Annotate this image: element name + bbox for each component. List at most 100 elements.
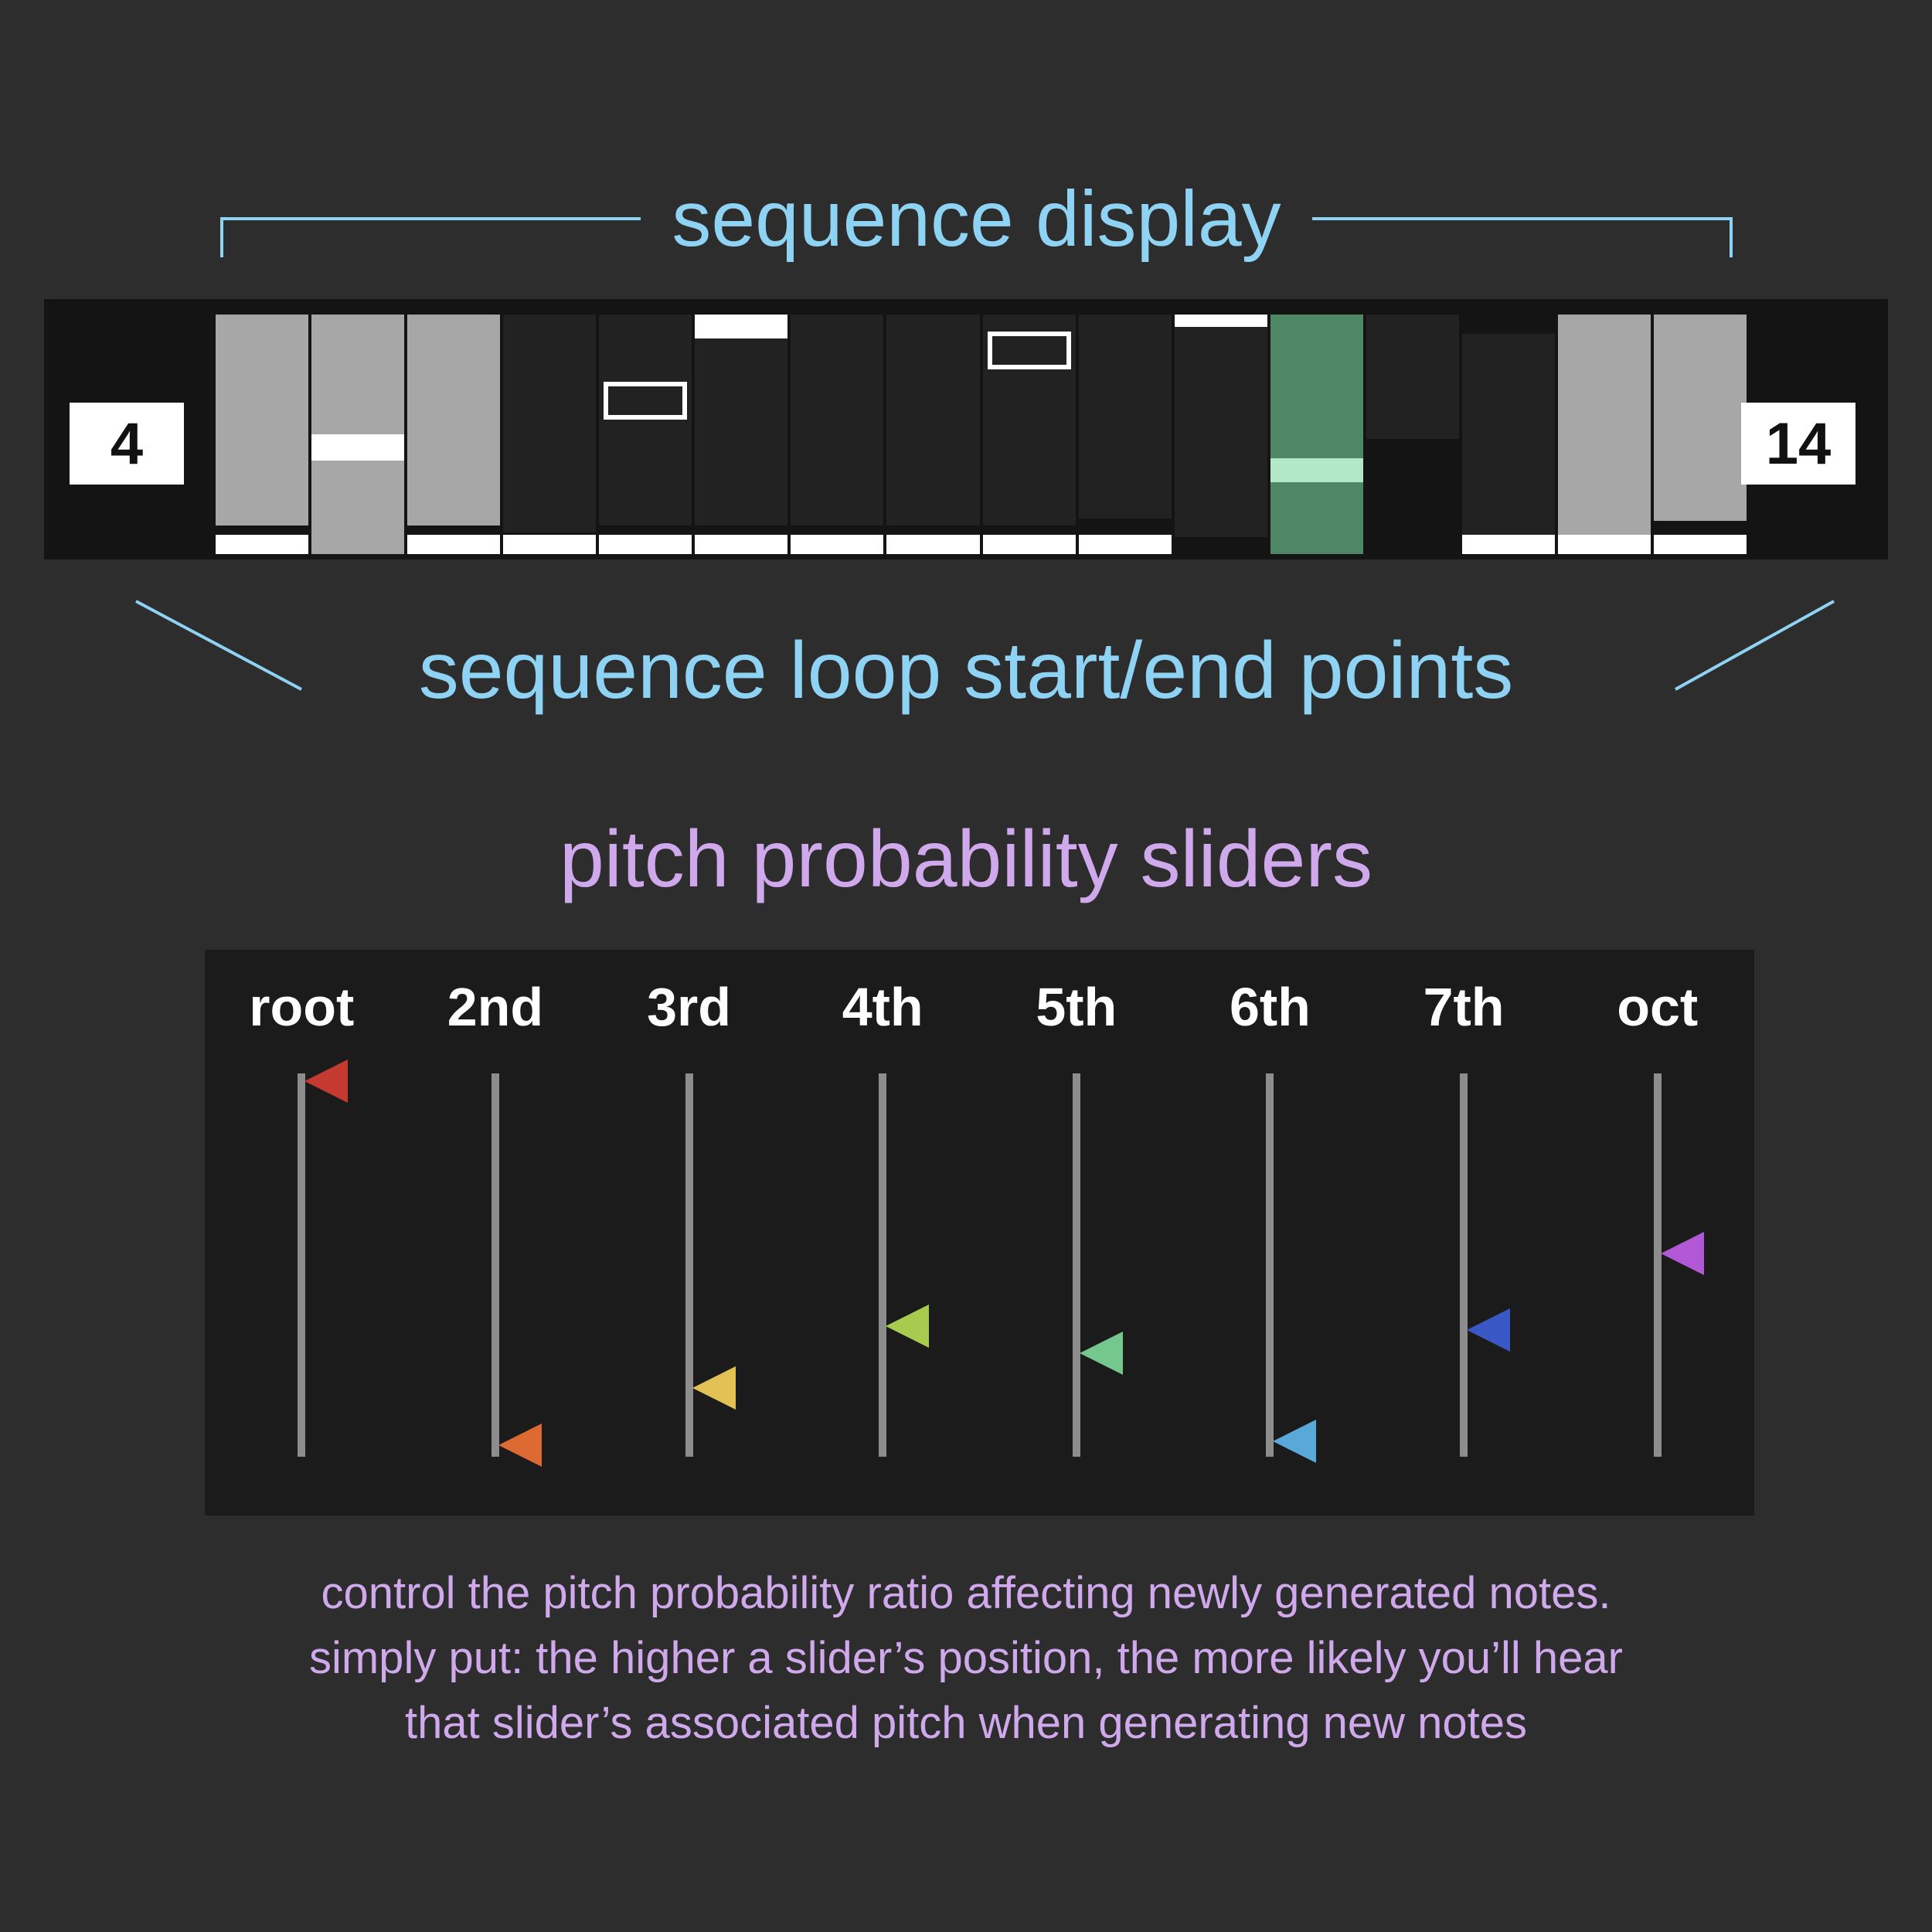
slider-track-area-7th bbox=[1367, 1073, 1561, 1457]
step-block bbox=[886, 315, 980, 526]
step-band bbox=[311, 434, 405, 461]
step-block bbox=[695, 338, 788, 526]
step-block bbox=[503, 315, 597, 533]
caption-line-2: simply put: the higher a slider’s positi… bbox=[308, 1633, 1623, 1684]
bracket-tick-right bbox=[1730, 217, 1733, 257]
sequence-step-1[interactable] bbox=[216, 315, 309, 554]
slider-track-6th[interactable] bbox=[1266, 1073, 1274, 1457]
caption-line-1: control the pitch probability ratio affe… bbox=[321, 1568, 1611, 1618]
step-outline-box bbox=[604, 381, 688, 420]
slider-track-area-5th bbox=[980, 1073, 1174, 1457]
step-baseline bbox=[407, 535, 501, 554]
step-baseline bbox=[1078, 535, 1172, 554]
pitch-sliders-panel: root 2nd 3rd 4th 5th 6th 7th oct bbox=[205, 950, 1754, 1515]
step-block bbox=[1270, 315, 1363, 554]
slider-label-4th: 4th bbox=[842, 977, 923, 1037]
sequence-step-2[interactable] bbox=[311, 315, 405, 554]
sequence-step-3[interactable] bbox=[407, 315, 501, 554]
slider-handle-2nd[interactable] bbox=[498, 1423, 542, 1468]
pitch-slider-root: root bbox=[205, 971, 399, 1515]
step-block bbox=[1653, 315, 1747, 521]
slider-track-4th[interactable] bbox=[879, 1073, 887, 1457]
sequence-step-9[interactable] bbox=[982, 315, 1076, 554]
slider-track-2nd[interactable] bbox=[491, 1073, 499, 1457]
pitch-slider-3rd: 3rd bbox=[592, 971, 786, 1515]
pitch-slider-4th: 4th bbox=[786, 971, 980, 1515]
pitch-slider-6th: 6th bbox=[1173, 971, 1367, 1515]
slider-handle-4th[interactable] bbox=[886, 1304, 930, 1349]
slider-label-3rd: 3rd bbox=[647, 977, 732, 1037]
step-block bbox=[599, 315, 692, 526]
slider-track-root[interactable] bbox=[298, 1073, 306, 1457]
slider-label-oct: oct bbox=[1617, 977, 1699, 1037]
slider-handle-7th[interactable] bbox=[1467, 1308, 1511, 1352]
step-block bbox=[982, 315, 1076, 526]
sequence-step-8[interactable] bbox=[886, 315, 980, 554]
slider-track-area-3rd bbox=[592, 1073, 786, 1457]
slider-track-oct[interactable] bbox=[1653, 1073, 1662, 1457]
slider-handle-6th[interactable] bbox=[1273, 1420, 1317, 1464]
step-baseline bbox=[503, 535, 597, 554]
sequence-step-11[interactable] bbox=[1174, 315, 1267, 554]
sequence-step-12[interactable] bbox=[1270, 315, 1363, 554]
step-block bbox=[216, 315, 309, 526]
slider-label-6th: 6th bbox=[1229, 977, 1311, 1037]
sequence-step-6[interactable] bbox=[695, 315, 788, 554]
pitch-slider-7th: 7th bbox=[1367, 971, 1561, 1515]
caption: control the pitch probability ratio affe… bbox=[0, 1561, 1932, 1756]
step-baseline bbox=[982, 535, 1076, 554]
slider-handle-root[interactable] bbox=[304, 1059, 349, 1103]
slider-handle-5th[interactable] bbox=[1079, 1332, 1123, 1376]
step-block bbox=[791, 315, 884, 526]
sequence-display-title: sequence display bbox=[672, 175, 1281, 263]
slider-label-7th: 7th bbox=[1423, 977, 1505, 1037]
bracket-tick-left bbox=[220, 217, 223, 257]
slider-label-5th: 5th bbox=[1036, 977, 1117, 1037]
slider-track-3rd[interactable] bbox=[685, 1073, 693, 1457]
loop-end-value[interactable]: 14 bbox=[1741, 403, 1855, 485]
step-block bbox=[1557, 315, 1651, 536]
slider-label-root: root bbox=[249, 977, 355, 1037]
loop-points-label: sequence loop start/end points bbox=[418, 626, 1514, 716]
caption-line-3: that slider’s associated pitch when gene… bbox=[405, 1698, 1527, 1749]
slider-track-area-4th bbox=[786, 1073, 980, 1457]
sequence-step-4[interactable] bbox=[503, 315, 597, 554]
sequence-cells[interactable] bbox=[214, 315, 1748, 554]
slider-handle-oct[interactable] bbox=[1660, 1232, 1704, 1276]
sequence-step-15[interactable] bbox=[1557, 315, 1651, 554]
slider-track-area-root bbox=[205, 1059, 399, 1457]
pitch-sliders-title: pitch probability sliders bbox=[559, 815, 1373, 904]
sequence-step-10[interactable] bbox=[1078, 315, 1172, 554]
slider-track-7th[interactable] bbox=[1460, 1073, 1468, 1457]
sequence-step-16[interactable] bbox=[1653, 315, 1747, 554]
loop-start-value[interactable]: 4 bbox=[70, 403, 184, 485]
sequence-display: 4 14 bbox=[44, 299, 1888, 560]
bracket-line-right bbox=[1311, 217, 1733, 257]
bracket-line-left bbox=[220, 217, 641, 257]
sequence-step-14[interactable] bbox=[1461, 315, 1555, 554]
step-top-marker bbox=[1174, 315, 1267, 327]
sequence-step-13[interactable] bbox=[1366, 315, 1459, 554]
sequence-display-title-row: sequence display bbox=[220, 179, 1733, 258]
step-top-marker bbox=[695, 315, 788, 338]
step-block bbox=[1461, 333, 1555, 536]
step-baseline bbox=[1653, 535, 1747, 554]
sequence-step-5[interactable] bbox=[599, 315, 692, 554]
slider-track-area-6th bbox=[1173, 1073, 1367, 1464]
pitch-slider-oct: oct bbox=[1560, 971, 1754, 1515]
step-block bbox=[1366, 315, 1459, 440]
slider-track-5th[interactable] bbox=[1072, 1073, 1080, 1457]
step-outline-box bbox=[987, 331, 1071, 370]
step-baseline bbox=[1557, 535, 1651, 554]
pitch-slider-2nd: 2nd bbox=[399, 971, 593, 1515]
step-band bbox=[1270, 458, 1363, 482]
step-baseline bbox=[216, 535, 309, 554]
step-block bbox=[407, 315, 501, 526]
step-baseline bbox=[1461, 535, 1555, 554]
slider-handle-3rd[interactable] bbox=[692, 1366, 736, 1410]
sequence-step-7[interactable] bbox=[791, 315, 884, 554]
step-baseline bbox=[791, 535, 884, 554]
slider-track-area-2nd bbox=[399, 1073, 593, 1468]
slider-track-area-oct bbox=[1560, 1073, 1754, 1457]
step-baseline bbox=[886, 535, 980, 554]
